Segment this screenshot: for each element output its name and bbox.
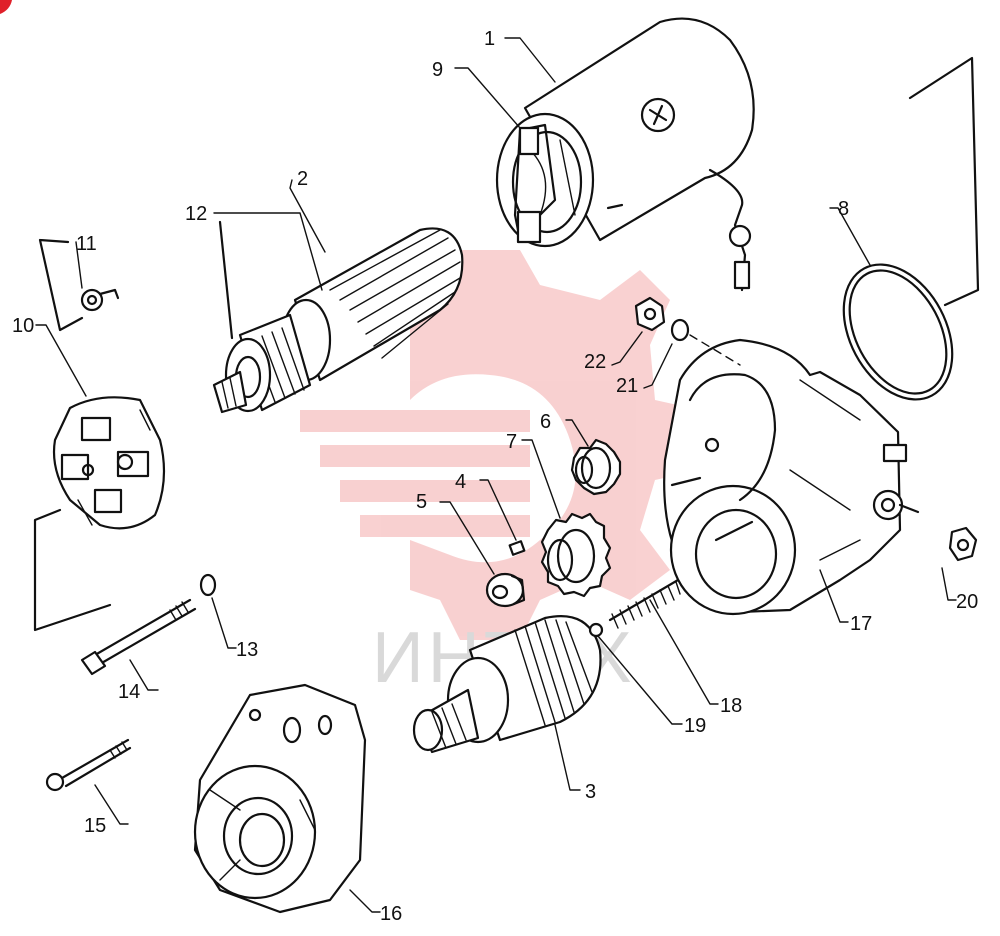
part-22-nut xyxy=(634,296,666,332)
label-2: 2 xyxy=(297,168,308,190)
label-13: 13 xyxy=(236,639,258,661)
label-5: 5 xyxy=(416,491,427,513)
part-14-through-bolt xyxy=(80,598,197,676)
part-15-bolt xyxy=(45,738,132,792)
part-2-armature xyxy=(212,227,464,414)
part-8-o-ring xyxy=(842,263,954,401)
watermark-logo xyxy=(300,250,700,640)
corner-mark xyxy=(0,0,12,14)
label-20: 20 xyxy=(956,591,978,613)
part-21-washer xyxy=(670,318,690,342)
part-6-pinion-gear xyxy=(570,438,622,496)
part-10-brush-holder xyxy=(52,396,166,530)
label-12: 12 xyxy=(185,203,207,225)
part-1-yoke xyxy=(495,17,755,292)
bracket-10 xyxy=(33,508,112,632)
label-17: 17 xyxy=(850,613,872,635)
label-19: 19 xyxy=(684,715,706,737)
label-21: 21 xyxy=(616,375,638,397)
bracket-right xyxy=(908,56,980,307)
part-17-housing xyxy=(663,338,920,616)
label-8: 8 xyxy=(838,198,849,220)
part-5-collar xyxy=(485,572,526,608)
part-16-drive-housing xyxy=(193,683,367,914)
label-11: 11 xyxy=(76,233,97,255)
bracket-12 xyxy=(218,220,234,340)
part-7-idler-gear xyxy=(540,512,612,598)
part-4-pin xyxy=(508,540,526,556)
part-18-return-spring xyxy=(608,578,681,629)
label-4: 4 xyxy=(455,471,466,493)
label-22: 22 xyxy=(584,351,606,373)
label-7: 7 xyxy=(506,431,517,453)
label-3: 3 xyxy=(585,781,596,803)
part-13-washer xyxy=(199,573,217,597)
label-15: 15 xyxy=(84,815,106,837)
part-11-brush-spring xyxy=(80,288,120,312)
part-3-clutch xyxy=(412,615,602,754)
label-1: 1 xyxy=(484,28,495,50)
part-20-nut xyxy=(948,526,978,562)
leader-lines xyxy=(35,37,957,913)
part-19-steel-ball xyxy=(588,622,604,638)
label-18: 18 xyxy=(720,695,742,717)
label-6: 6 xyxy=(540,411,551,433)
bracket-11 xyxy=(38,238,84,332)
label-16: 16 xyxy=(380,903,402,925)
label-10: 10 xyxy=(12,315,34,337)
label-9: 9 xyxy=(432,59,443,81)
label-14: 14 xyxy=(118,681,140,703)
